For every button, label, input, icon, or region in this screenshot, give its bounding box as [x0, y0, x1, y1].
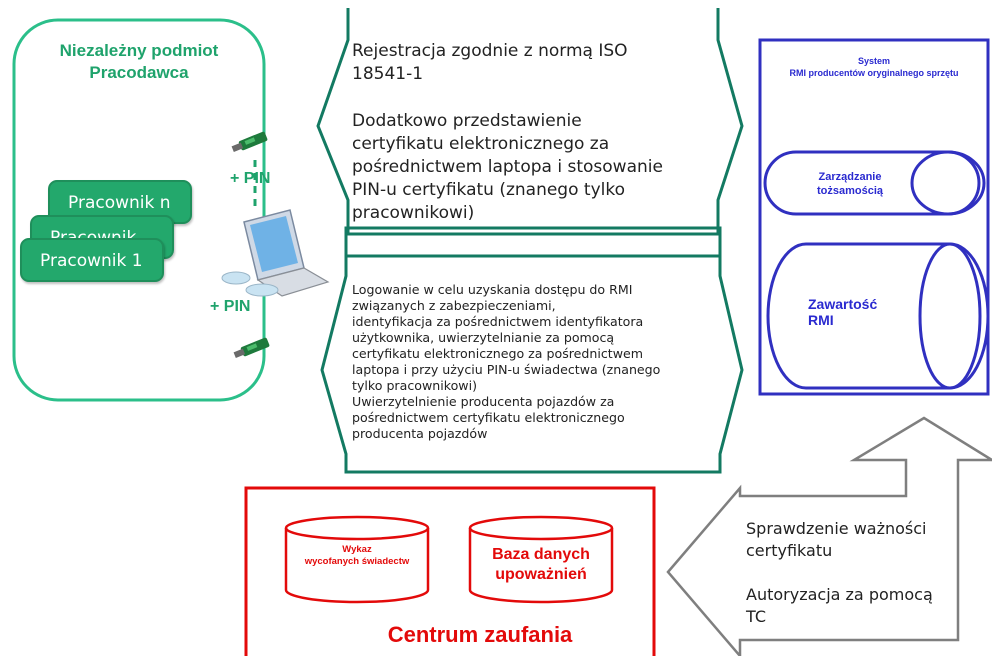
identity-label-line2: tożsamością	[816, 185, 884, 197]
registration-paragraph-line: certyfikatu elektronicznego za	[352, 134, 610, 154]
login-line: Logowanie w celu uzyskania dostępu do RM…	[352, 282, 633, 297]
login-line: Uwierzytelnienie producenta pojazdów za	[352, 394, 615, 409]
system-title-line1: System	[857, 56, 891, 66]
identity-label: Zarządzanie tożsamością	[790, 170, 910, 198]
pin-label-top: + PIN	[230, 170, 271, 187]
employer-title-line1: Niezależny podmiot	[59, 41, 219, 60]
check-line3: Autoryzacja za pomocą	[746, 585, 933, 604]
content-label-line1: Zawartość	[808, 296, 878, 312]
registration-text: Rejestracja zgodnie z normą ISO 18541-1 …	[352, 40, 712, 225]
employer-box	[12, 18, 266, 402]
login-line: użytkownika, uwierzytelnianie za pomocą	[352, 330, 615, 345]
revoked-cylinder	[284, 515, 430, 604]
login-line: laptopa i przy użyciu PIN-u świadectwa (…	[352, 362, 661, 377]
registration-line1: Rejestracja zgodnie z normą ISO	[352, 41, 628, 61]
check-line4: TC	[746, 607, 767, 626]
login-line: identyfikacja za pośrednictwem identyfik…	[352, 314, 644, 329]
registration-arrow	[316, 8, 744, 236]
token-icon-top	[231, 131, 268, 152]
trust-box	[244, 486, 656, 656]
registration-paragraph-line: pracownikowi)	[352, 203, 475, 223]
laptop-icon	[221, 209, 330, 297]
worker-card-1: Pracownik 1	[20, 238, 164, 282]
revoked-label: Wykaz wycofanych świadectw	[286, 544, 428, 568]
pin-label-bottom: + PIN	[210, 298, 251, 315]
check-arrow	[666, 416, 992, 656]
identity-cylinder	[763, 150, 986, 216]
check-line1: Sprawdzenie ważności	[746, 519, 927, 538]
login-line: związanych z zabezpieczeniami,	[352, 298, 556, 313]
registration-line2: 18541-1	[352, 64, 424, 84]
login-line: certyfikatu elektronicznego za pośrednic…	[352, 346, 644, 361]
authorisation-cylinder	[468, 515, 614, 604]
registration-paragraph-line: pośrednictwem laptopa i stosowanie	[352, 157, 663, 177]
token-icon-bottom	[233, 337, 270, 358]
identity-label-line1: Zarządzanie	[818, 171, 882, 183]
authorisation-label-line1: Baza danych	[492, 546, 590, 563]
content-label: Zawartość RMI	[808, 296, 928, 328]
check-text: Sprawdzenie ważności certyfikatu Autoryz…	[746, 518, 952, 628]
login-line: pośrednictwem certyfikatu elektroniczneg…	[352, 410, 625, 425]
trust-title: Centrum zaufania	[387, 622, 573, 647]
content-label-line2: RMI	[808, 312, 834, 328]
system-title-line2: RMI producentów oryginalnego sprzętu	[789, 68, 959, 78]
employer-title-line2: Pracodawca	[89, 63, 189, 82]
login-text: Logowanie w celu uzyskania dostępu do RM…	[352, 282, 714, 442]
authorisation-label: Baza danych upoważnień	[470, 545, 612, 585]
revoked-label-line1: Wykaz	[342, 544, 372, 555]
login-arrow	[320, 226, 744, 474]
system-title: System RMI producentów oryginalnego sprz…	[762, 55, 986, 79]
check-line2: certyfikatu	[746, 541, 833, 560]
registration-paragraph-line: Dodatkowo przedstawienie	[352, 111, 582, 131]
authorisation-label-line2: upoważnień	[495, 566, 587, 583]
revoked-label-line2: wycofanych świadectw	[304, 556, 410, 567]
content-cylinder	[766, 242, 990, 390]
login-line: tylko pracownikowi)	[352, 378, 478, 393]
login-line: producenta pojazdów	[352, 426, 488, 441]
registration-paragraph-line: PIN-u certyfikatu (znanego tylko	[352, 180, 625, 200]
employer-title: Niezależny podmiot Pracodawca	[14, 40, 264, 84]
system-box	[758, 38, 990, 396]
